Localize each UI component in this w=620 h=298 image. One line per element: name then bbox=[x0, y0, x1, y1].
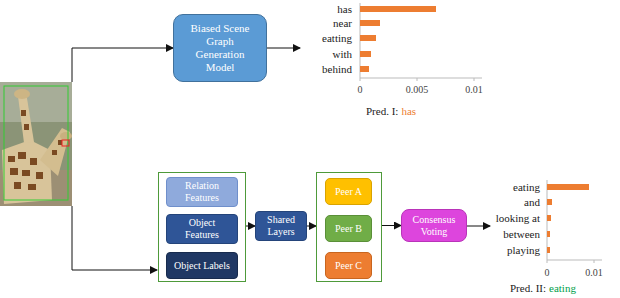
node-label: Peer B bbox=[335, 223, 362, 235]
spot bbox=[18, 152, 26, 159]
bar-chart bbox=[360, 3, 482, 81]
flow-arrow bbox=[467, 226, 490, 227]
node-label: Biased Scene Graph Generation Model bbox=[185, 22, 255, 75]
node-label: Relation Features bbox=[173, 180, 231, 204]
bar bbox=[547, 231, 550, 237]
chart-label: with bbox=[332, 48, 352, 60]
axis-tick bbox=[417, 78, 418, 81]
flow-arrow bbox=[307, 226, 316, 227]
peer-box: Peer A bbox=[325, 178, 372, 205]
bar bbox=[360, 35, 376, 41]
giraffe-photo bbox=[0, 82, 72, 206]
chart-label: and bbox=[524, 196, 540, 208]
spot bbox=[36, 172, 43, 179]
detection-box bbox=[62, 140, 69, 146]
peer-box: Peer C bbox=[325, 252, 372, 279]
chart-label: between bbox=[503, 228, 540, 240]
chart-label: playing bbox=[507, 244, 540, 256]
flow-arrow bbox=[382, 225, 401, 226]
bar bbox=[360, 20, 380, 26]
spot bbox=[30, 158, 37, 165]
bar-chart bbox=[547, 180, 602, 263]
spot bbox=[24, 124, 29, 130]
input-box: Relation Features bbox=[166, 177, 238, 207]
bar bbox=[547, 215, 551, 221]
input-box: Object Labels bbox=[166, 252, 238, 279]
photo-ground bbox=[0, 82, 72, 206]
giraffe-head bbox=[14, 89, 30, 99]
flow-arrow bbox=[72, 48, 173, 82]
giraffe-spots bbox=[8, 110, 62, 190]
spot bbox=[10, 168, 18, 175]
peer-box: Peer B bbox=[325, 215, 372, 242]
chart-label: eating bbox=[549, 282, 576, 294]
chart-label: 0 bbox=[545, 267, 550, 278]
spot bbox=[14, 182, 21, 189]
axis-tick bbox=[474, 78, 475, 81]
chart-label: Pred. II: bbox=[510, 282, 546, 294]
bar bbox=[360, 66, 369, 72]
spot bbox=[52, 150, 57, 155]
chart-label: has bbox=[337, 3, 352, 15]
chart-label: 0.01 bbox=[465, 84, 483, 95]
group-box: Peer A Peer B Peer C bbox=[316, 172, 382, 282]
spot bbox=[21, 110, 26, 116]
node-label: Shared Layers bbox=[258, 214, 304, 238]
giraffe-body bbox=[2, 140, 52, 204]
node-label: Object Features bbox=[173, 217, 231, 241]
node-label: Peer C bbox=[335, 260, 362, 272]
spot bbox=[28, 184, 36, 190]
process-box: Shared Layers bbox=[255, 211, 307, 241]
axis-tick bbox=[360, 78, 361, 81]
bar bbox=[360, 51, 371, 57]
voting-box: Consensus Voting bbox=[401, 209, 467, 242]
axis-tick bbox=[547, 260, 548, 263]
chart-label: looking at bbox=[496, 212, 540, 224]
node-label: Consensus Voting bbox=[406, 214, 462, 238]
axis-tick bbox=[594, 260, 595, 263]
flow-arrow bbox=[267, 48, 300, 49]
spot bbox=[22, 170, 30, 176]
bar bbox=[547, 247, 550, 253]
bar bbox=[547, 184, 589, 190]
node-label: Peer A bbox=[335, 186, 362, 198]
chart-label: 0 bbox=[358, 84, 363, 95]
axis-line bbox=[360, 78, 482, 79]
flow-arrow bbox=[72, 206, 157, 270]
group-box: Relation FeaturesObject FeaturesObject L… bbox=[158, 172, 246, 282]
photo-background bbox=[0, 82, 72, 122]
chart-label: 0.005 bbox=[406, 84, 429, 95]
bar bbox=[547, 199, 552, 205]
chart-label: eatting bbox=[322, 32, 352, 44]
chart-label: has bbox=[401, 105, 416, 117]
chart-label: eating bbox=[513, 181, 540, 193]
detection-box bbox=[4, 86, 68, 200]
model-box: Biased Scene Graph Generation Model bbox=[173, 14, 267, 82]
giraffe-neck bbox=[18, 92, 34, 143]
node-label: Object Labels bbox=[174, 260, 230, 272]
input-box: Object Features bbox=[166, 214, 238, 244]
chart-label: Pred. I: bbox=[366, 105, 398, 117]
chart-label: near bbox=[333, 17, 352, 29]
spot bbox=[58, 140, 62, 145]
chart-label: 0.01 bbox=[585, 267, 603, 278]
giraffe-head bbox=[60, 132, 72, 140]
flow-arrow bbox=[246, 226, 255, 227]
chart-label: behind bbox=[322, 63, 352, 75]
spot bbox=[8, 156, 15, 162]
bar bbox=[360, 6, 436, 12]
